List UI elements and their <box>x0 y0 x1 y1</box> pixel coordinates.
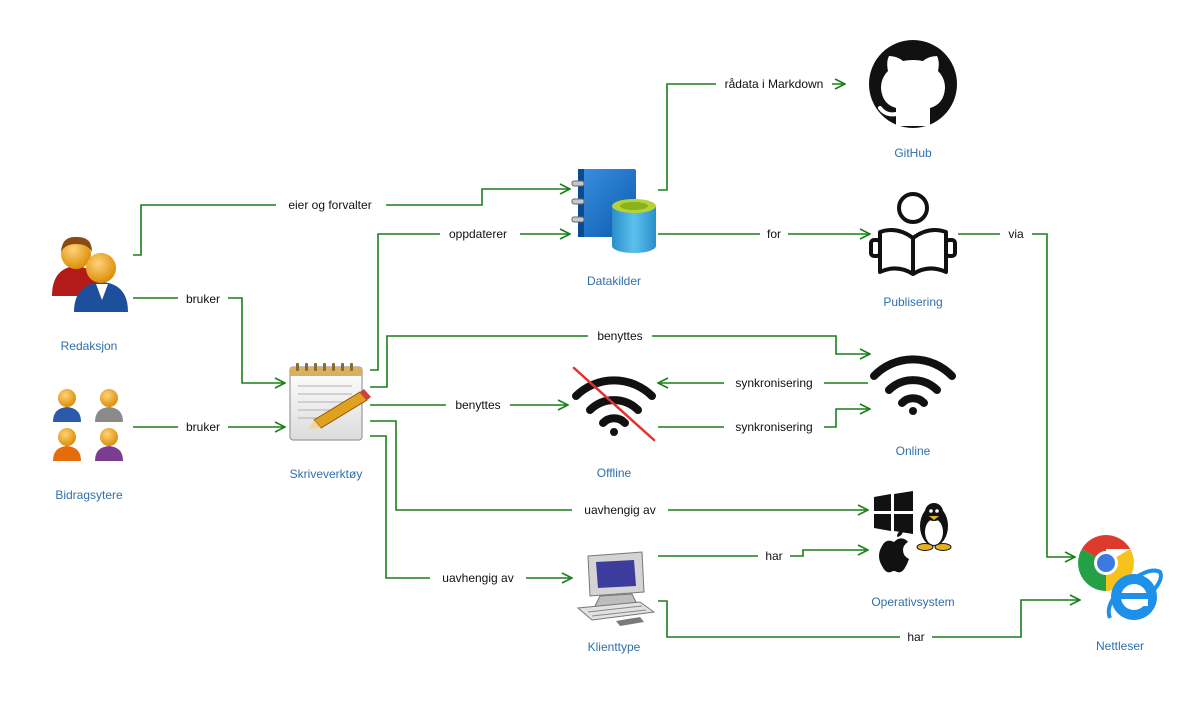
edge-label-via: via <box>1008 227 1024 241</box>
edge-label-benyttes-offline: benyttes <box>455 398 500 412</box>
node-offline[interactable]: Offline <box>572 366 656 480</box>
contributors-icon <box>53 389 123 461</box>
node-label-nettleser: Nettleser <box>1096 639 1144 653</box>
linux-icon <box>916 503 952 551</box>
edge-label-oppdaterer: oppdaterer <box>449 227 507 241</box>
node-skriveverktoy[interactable]: Skriveverktøy <box>289 363 371 481</box>
node-operativsystem[interactable]: Operativsystem <box>871 491 955 609</box>
reader-icon <box>869 192 957 276</box>
edge-label-bruker-redaksjon: bruker <box>186 292 220 306</box>
node-label-klienttype: Klienttype <box>588 640 641 654</box>
node-label-online: Online <box>896 444 931 458</box>
edge-label-har-os: har <box>765 549 782 563</box>
node-label-github: GitHub <box>894 146 932 160</box>
node-label-skriveverktoy: Skriveverktøy <box>290 467 363 481</box>
node-label-redaksjon: Redaksjon <box>61 339 118 353</box>
internet-explorer-icon <box>1106 568 1163 620</box>
node-klienttype[interactable]: Klienttype <box>576 551 656 654</box>
wifi-off-icon <box>572 366 656 442</box>
notepad-pencil-icon <box>289 363 371 441</box>
node-redaksjon[interactable]: Redaksjon <box>52 236 128 353</box>
browser-icon <box>1078 535 1163 620</box>
edge-label-benyttes-online: benyttes <box>597 329 642 343</box>
edge-label-har-nettleser: har <box>907 630 924 644</box>
node-label-offline: Offline <box>597 466 632 480</box>
book-database-icon <box>571 169 656 253</box>
edge-label-synk-top: synkronisering <box>735 376 812 390</box>
windows-icon <box>874 491 913 534</box>
node-github[interactable]: GitHub <box>869 40 957 160</box>
edge-bruker-redaksjon <box>133 297 285 383</box>
edge-uavhengig-klient <box>370 435 572 578</box>
wifi-icon <box>870 355 956 415</box>
node-nettleser[interactable]: Nettleser <box>1078 535 1163 653</box>
edge-label-radata: rådata i Markdown <box>725 77 824 91</box>
computer-icon <box>576 551 656 626</box>
edge-label-eier-og-forvalter: eier og forvalter <box>288 198 371 212</box>
github-icon <box>869 40 957 128</box>
node-bidragsytere[interactable]: Bidragsytere <box>53 389 123 502</box>
edge-radata <box>658 84 845 191</box>
os-logos-icon <box>874 491 952 573</box>
edge-labels: eier og forvalter bruker bruker oppdater… <box>178 75 1032 646</box>
edge-via <box>958 233 1075 557</box>
node-publisering[interactable]: Publisering <box>869 192 957 309</box>
edge-label-uavhengig-klient: uavhengig av <box>442 571 513 585</box>
node-online[interactable]: Online <box>870 355 956 458</box>
chrome-icon <box>1078 535 1134 591</box>
node-label-operativsystem: Operativsystem <box>871 595 954 609</box>
edge-label-bruker-bidragsytere: bruker <box>186 420 220 434</box>
apple-icon <box>879 530 909 573</box>
node-label-publisering: Publisering <box>883 295 942 309</box>
edges <box>133 84 1080 638</box>
edge-label-synk-bottom: synkronisering <box>735 420 812 434</box>
edge-har-nettleser <box>658 600 1080 638</box>
edge-har-os <box>658 550 868 557</box>
user-group-icon <box>52 236 128 312</box>
edge-label-for: for <box>767 227 781 241</box>
edge-oppdaterer <box>370 234 570 371</box>
node-label-datakilder: Datakilder <box>587 274 641 288</box>
node-datakilder[interactable]: Datakilder <box>571 169 656 288</box>
node-label-bidragsytere: Bidragsytere <box>55 488 123 502</box>
edge-label-uavhengig-os: uavhengig av <box>584 503 655 517</box>
